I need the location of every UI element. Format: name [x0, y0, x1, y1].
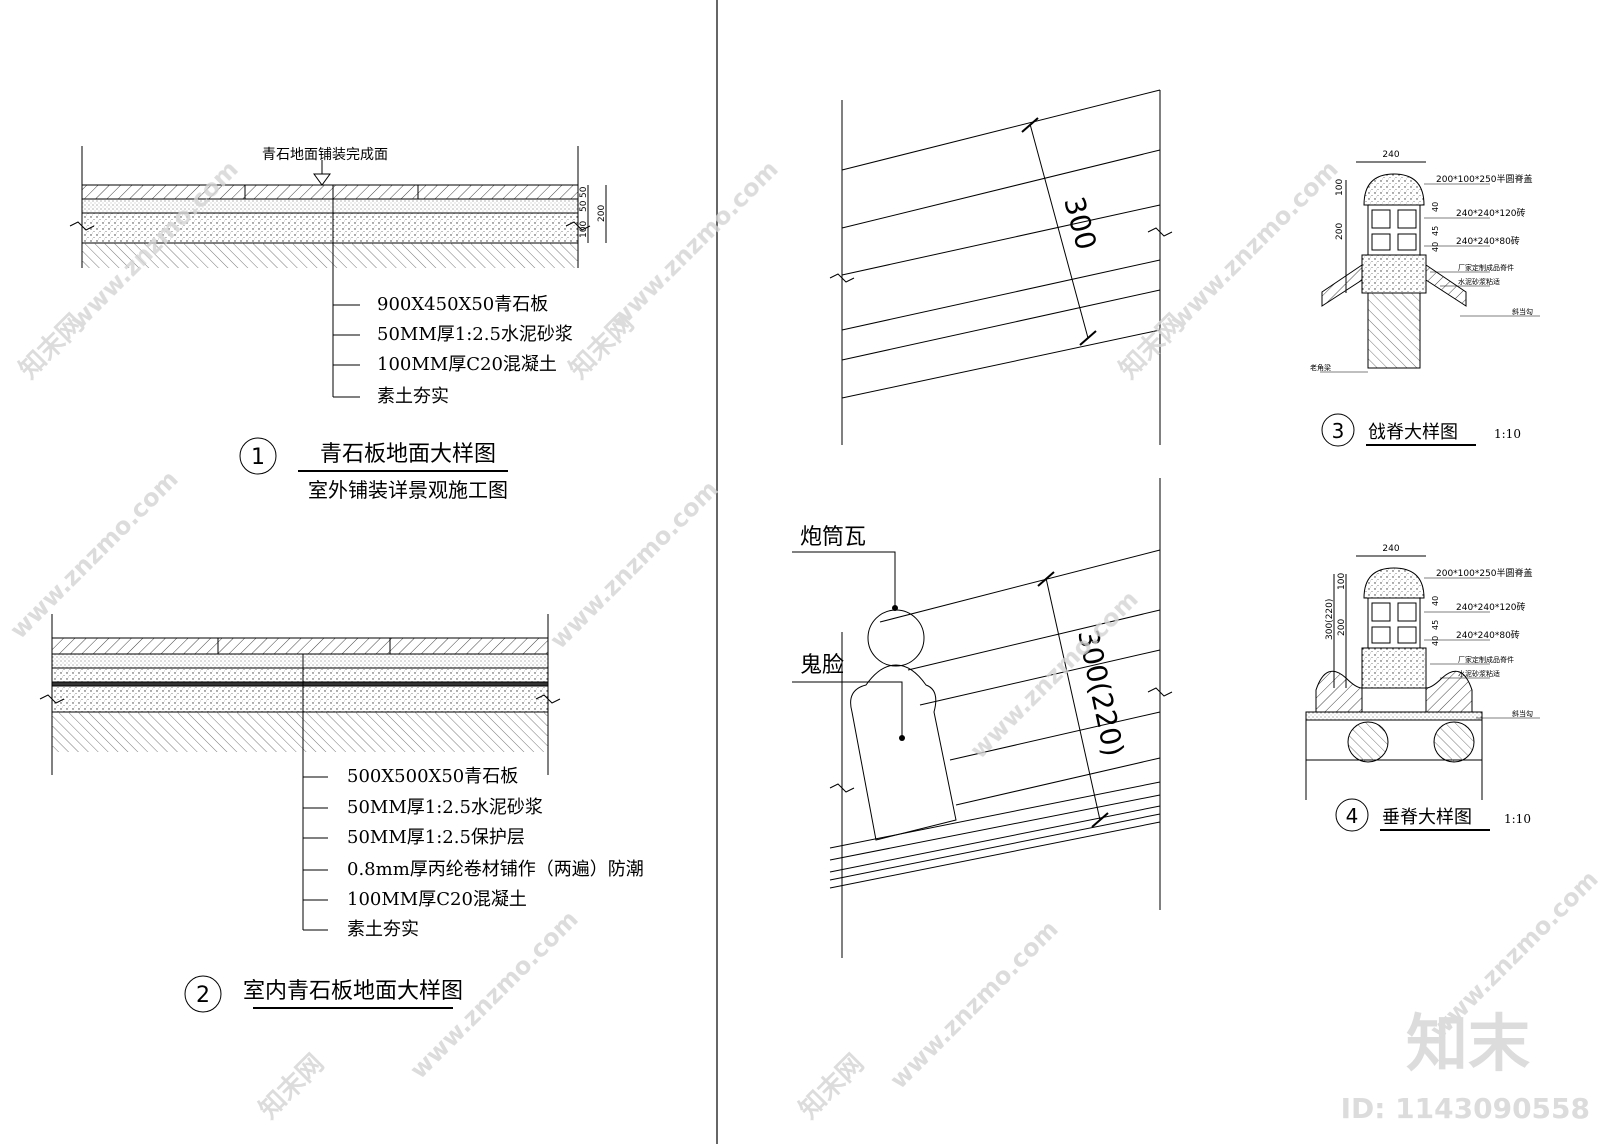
watermark-site: www.znzmo.com	[1164, 155, 1343, 334]
detail-4-title: 垂脊大样图	[1382, 807, 1472, 828]
detail-3-width: 240	[1382, 150, 1399, 160]
detail-2-title: 室内青石板地面大样图	[243, 979, 463, 1004]
ghost-face-tile	[850, 664, 957, 841]
detail-4-scale: 1:10	[1504, 812, 1531, 826]
watermark-brand: 知末网	[1114, 309, 1190, 385]
detail-1-number-circle	[239, 437, 277, 475]
detail-2-layer: 50MM厚1:2.5保护层	[347, 827, 525, 848]
detail-3-note: 240*240*80砖	[1456, 235, 1520, 247]
detail-4-dim-mid: 40	[1431, 636, 1440, 646]
detail-4-note: 水泥砂浆粘适	[1458, 669, 1500, 678]
detail-3-number-circle	[1321, 413, 1355, 447]
detail-3-dim-mid: 40	[1431, 202, 1440, 212]
rafter-circle	[1347, 721, 1389, 763]
watermark-site: www.znzmo.com	[4, 465, 183, 644]
detail-1-layer: 素土夯实	[377, 386, 449, 407]
detail-3-note: 老角梁	[1310, 363, 1331, 372]
detail-2-layer: 100MM厚C20混凝土	[347, 889, 527, 910]
roof-a-dim: 300	[1057, 193, 1103, 253]
detail-2-number: 2	[196, 983, 210, 1008]
detail-2-layer: 50MM厚1:2.5水泥砂浆	[347, 797, 543, 818]
tube-tile-label: 炮筒瓦	[800, 525, 866, 550]
watermark-brand: 知末网	[14, 309, 90, 385]
detail-3-dim-left: 200	[1335, 223, 1345, 240]
ghost-face-label: 鬼脸	[800, 653, 844, 678]
detail-4-dim-left: 200	[1337, 619, 1347, 636]
detail-4: 240 100 200 300(220) 40 45 40 200*100*25…	[1305, 544, 1540, 832]
detail-1: 青石地面铺装完成面 50 50 100 200 900X450X50青石板 50…	[69, 146, 607, 502]
watermark-site: www.znzmo.com	[544, 475, 723, 654]
detail-3-note: 斜当勾	[1512, 307, 1533, 316]
detail-3-note: 200*100*250半圆脊盖	[1436, 173, 1533, 185]
detail-4-width: 240	[1382, 544, 1399, 554]
watermark-logo: 知末	[1406, 1007, 1530, 1080]
watermark-id: ID: 1143090558	[1341, 1092, 1590, 1125]
detail-3-note: 240*240*120砖	[1456, 207, 1526, 219]
detail-4-note: 厂家定制成品脊件	[1458, 655, 1514, 664]
detail-2-layer: 素土夯实	[347, 919, 419, 940]
detail-4-note: 斜当勾	[1512, 709, 1533, 718]
detail-4-number-circle	[1335, 798, 1369, 832]
watermark-brand: 知末网	[564, 309, 640, 385]
detail-4-note: 200*100*250半圆脊盖	[1436, 567, 1533, 579]
detail-3-title: 戗脊大样图	[1368, 422, 1458, 443]
detail-1-dim-b: 50	[579, 200, 589, 212]
detail-4-note: 240*240*80砖	[1456, 629, 1520, 641]
detail-1-dim-c: 100	[579, 221, 589, 238]
watermark-site: www.znzmo.com	[604, 155, 783, 334]
detail-4-dim-mid: 45	[1431, 620, 1440, 630]
detail-4-dim-left: 300(220)	[1325, 599, 1335, 640]
detail-1-number: 1	[251, 445, 265, 470]
watermark-site: www.znzmo.com	[884, 915, 1063, 1094]
detail-1-layer: 100MM厚C20混凝土	[377, 354, 557, 375]
detail-3: 240 100 200 40 45 40 200*100*250半圆脊盖 240…	[1310, 150, 1540, 447]
detail-3-note: 厂家定制成品脊件	[1458, 263, 1514, 272]
detail-2-layer: 500X500X50青石板	[347, 766, 518, 787]
detail-3-scale: 1:10	[1494, 427, 1521, 441]
detail-3-dim-mid: 40	[1431, 242, 1440, 252]
watermark-brand: 知末网	[794, 1049, 870, 1125]
detail-2-number-circle	[184, 975, 222, 1013]
detail-2: 500X500X50青石板 50MM厚1:2.5水泥砂浆 50MM厚1:2.5保…	[39, 614, 644, 1013]
detail-3-dim-mid: 45	[1431, 226, 1440, 236]
detail-1-layer: 900X450X50青石板	[377, 294, 548, 315]
watermark-brand: 知末网	[254, 1049, 330, 1125]
detail-4-dim-left: 100	[1337, 573, 1347, 590]
detail-1-layer: 50MM厚1:2.5水泥砂浆	[377, 324, 573, 345]
roof-section-b: 300(220) 炮筒瓦 鬼脸	[792, 478, 1173, 958]
roof-section-a: 300	[829, 89, 1173, 445]
detail-1-dim-total: 200	[597, 205, 607, 222]
detail-4-number: 4	[1346, 804, 1359, 828]
detail-4-dim-mid: 40	[1431, 596, 1440, 606]
detail-1-title: 青石板地面大样图	[320, 442, 496, 467]
detail-3-number: 3	[1332, 419, 1345, 443]
detail-1-top-label: 青石地面铺装完成面	[262, 147, 388, 163]
rafter-circle	[1433, 721, 1475, 763]
detail-1-subtitle: 室外铺装详景观施工图	[308, 478, 508, 502]
detail-3-note: 水泥砂浆粘适	[1458, 277, 1500, 286]
detail-4-note: 240*240*120砖	[1456, 601, 1526, 613]
detail-3-dim-left: 100	[1335, 179, 1345, 196]
detail-2-layer: 0.8mm厚丙纶卷材铺作（两遍）防潮	[347, 859, 644, 880]
detail-1-dim-a: 50	[579, 186, 589, 198]
